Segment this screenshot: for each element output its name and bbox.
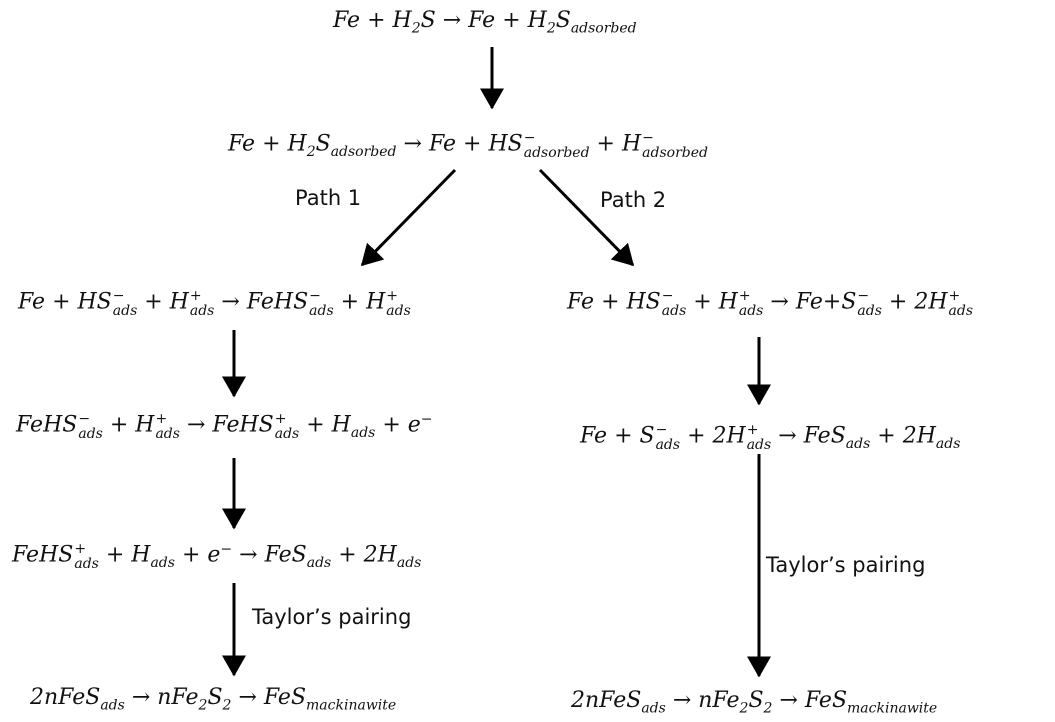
path2-step2-equation: Fe + S−ads + 2H+ads → FeSads + 2Hads: [580, 422, 961, 453]
arrow-path2: [538, 168, 635, 267]
path2-step1-equation: Fe + HS−ads + H+ads → Fe+S−ads + 2H+ads: [567, 288, 974, 319]
path2-label: Path 2: [600, 188, 667, 212]
taylor-pairing-left-label: Taylor’s pairing: [252, 605, 412, 629]
path1-final-equation: 2nFeSads → nFe2S2 → FeSmackinawite: [30, 685, 397, 714]
equation-second: Fe + H2Sadsorbed → Fe + HS−adsorbed + H−…: [228, 130, 708, 161]
equation-top: Fe + H2S → Fe + H2Sadsorbed: [333, 8, 637, 37]
path1-step1-equation: Fe + HS−ads + H+ads → FeHS−ads + H+ads: [18, 288, 411, 319]
path2-final-equation: 2nFeSads → nFe2S2 → FeSmackinawite: [571, 688, 938, 717]
taylor-pairing-right-label: Taylor’s pairing: [766, 553, 926, 577]
path1-label: Path 1: [295, 186, 362, 210]
arrow-path1: [360, 168, 457, 267]
path1-step3-equation: FeHS+ads + Hads + e− → FeSads + 2Hads: [12, 541, 422, 572]
path1-step2-equation: FeHS−ads + H+ads → FeHS+ads + Hads + e−: [16, 411, 433, 442]
